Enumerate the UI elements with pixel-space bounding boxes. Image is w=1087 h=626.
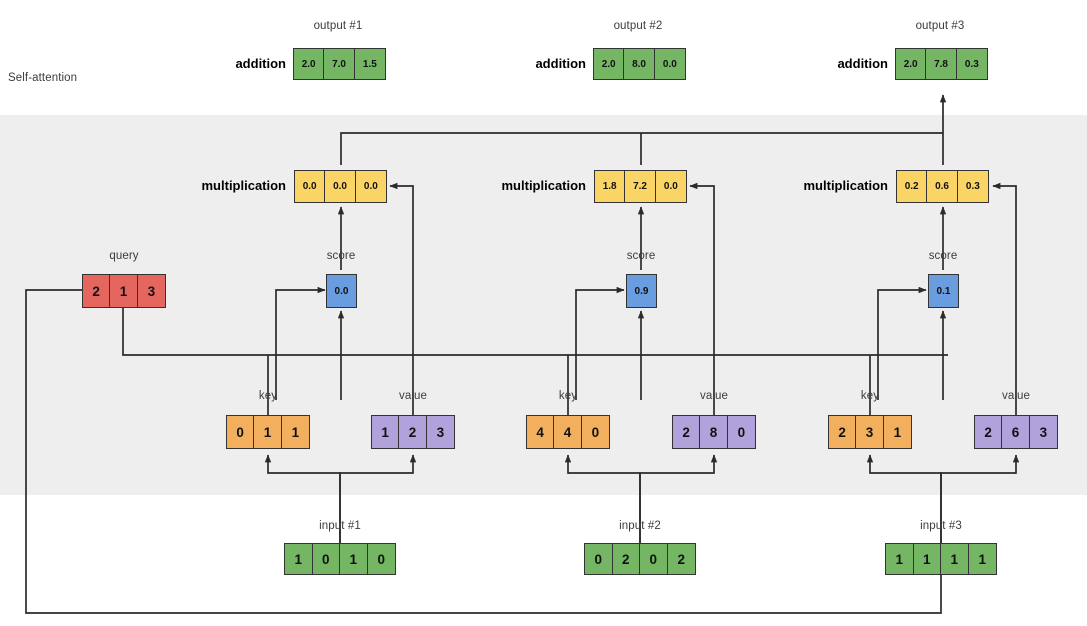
- output-3-title: output #3: [915, 20, 965, 32]
- value-2-cell-0: 2: [673, 416, 701, 448]
- key-1-cell-1: 1: [254, 416, 282, 448]
- score-3-value: 0.1: [929, 275, 958, 307]
- input-2-cell-2: 0: [640, 544, 668, 574]
- input-3-title: input #3: [920, 520, 962, 532]
- value-2-cell-1: 8: [700, 416, 728, 448]
- multiplication-2-cell-1: 7.2: [625, 171, 656, 202]
- score-1-box: 0.0: [326, 274, 357, 308]
- output-2-cell-1: 8.0: [624, 49, 655, 79]
- output-1-cell-1: 7.0: [324, 49, 355, 79]
- input-2-cell-0: 0: [585, 544, 613, 574]
- value-3-title: value: [1002, 390, 1030, 402]
- input-3-cell-2: 1: [941, 544, 969, 574]
- score-2-value: 0.9: [627, 275, 656, 307]
- multiplication-1-cell-0: 0.0: [295, 171, 326, 202]
- multiplication-label-1: multiplication: [201, 178, 287, 193]
- input-1-vector: 1 0 1 0: [284, 543, 396, 575]
- multiplication-3-cell-1: 0.6: [927, 171, 958, 202]
- key-1-cell-0: 0: [227, 416, 255, 448]
- value-3-cell-1: 6: [1002, 416, 1030, 448]
- input-3-cell-1: 1: [913, 544, 941, 574]
- value-1-cell-1: 2: [399, 416, 427, 448]
- input-2-cell-3: 2: [667, 544, 695, 574]
- query-cell-2: 3: [137, 275, 165, 307]
- value-2-title: value: [700, 390, 728, 402]
- value-1-vector: 1 2 3: [371, 415, 455, 449]
- multiplication-3-cell-0: 0.2: [897, 171, 928, 202]
- output-1-vector: 2.0 7.0 1.5: [293, 48, 386, 80]
- output-2-cell-2: 0.0: [654, 49, 685, 79]
- input-1-cell-0: 1: [285, 544, 313, 574]
- key-3-title: key: [860, 390, 880, 402]
- addition-label-1: addition: [235, 56, 286, 71]
- key-3-cell-2: 1: [883, 416, 911, 448]
- value-1-title: value: [399, 390, 427, 402]
- multiplication-label-3: multiplication: [803, 178, 889, 193]
- input-3-vector: 1 1 1 1: [885, 543, 997, 575]
- key-1-title: key: [258, 390, 278, 402]
- score-2-box: 0.9: [626, 274, 657, 308]
- section-label: Self-attention: [8, 72, 78, 84]
- score-1-value: 0.0: [327, 275, 356, 307]
- input-3-cell-0: 1: [886, 544, 914, 574]
- value-1-cell-0: 1: [372, 416, 400, 448]
- input-1-title: input #1: [319, 520, 361, 532]
- multiplication-2-cell-0: 1.8: [595, 171, 626, 202]
- output-2-title: output #2: [613, 20, 663, 32]
- key-3-vector: 2 3 1: [828, 415, 912, 449]
- query-title: query: [109, 250, 139, 262]
- score-2-title: score: [626, 250, 656, 262]
- multiplication-1-cell-2: 0.0: [355, 171, 386, 202]
- multiplication-label-2: multiplication: [501, 178, 587, 193]
- key-2-title: key: [558, 390, 578, 402]
- addition-label-2: addition: [535, 56, 586, 71]
- key-2-vector: 4 4 0: [526, 415, 610, 449]
- key-2-cell-1: 4: [554, 416, 582, 448]
- value-2-vector: 2 8 0: [672, 415, 756, 449]
- input-2-vector: 0 2 0 2: [584, 543, 696, 575]
- multiplication-2-vector: 1.8 7.2 0.0: [594, 170, 687, 203]
- score-3-box: 0.1: [928, 274, 959, 308]
- query-cell-1: 1: [110, 275, 138, 307]
- multiplication-3-cell-2: 0.3: [957, 171, 988, 202]
- value-3-vector: 2 6 3: [974, 415, 1058, 449]
- output-3-cell-2: 0.3: [956, 49, 987, 79]
- output-2-cell-0: 2.0: [594, 49, 625, 79]
- multiplication-2-cell-2: 0.0: [655, 171, 686, 202]
- input-1-cell-1: 0: [312, 544, 340, 574]
- query-cell-0: 2: [83, 275, 111, 307]
- value-1-cell-2: 3: [426, 416, 454, 448]
- value-2-cell-2: 0: [727, 416, 755, 448]
- output-1-cell-0: 2.0: [294, 49, 325, 79]
- value-3-cell-2: 3: [1029, 416, 1057, 448]
- score-1-title: score: [326, 250, 356, 262]
- output-1-cell-2: 1.5: [354, 49, 385, 79]
- multiplication-3-vector: 0.2 0.6 0.3: [896, 170, 989, 203]
- query-vector: 2 1 3: [82, 274, 166, 308]
- key-3-cell-1: 3: [856, 416, 884, 448]
- key-1-vector: 0 1 1: [226, 415, 310, 449]
- input-2-cell-1: 2: [612, 544, 640, 574]
- addition-label-3: addition: [837, 56, 888, 71]
- score-3-title: score: [928, 250, 958, 262]
- output-1-title: output #1: [313, 20, 363, 32]
- output-3-cell-1: 7.8: [926, 49, 957, 79]
- output-3-cell-0: 2.0: [896, 49, 927, 79]
- input-2-title: input #2: [619, 520, 661, 532]
- multiplication-1-cell-1: 0.0: [325, 171, 356, 202]
- input-1-cell-2: 1: [340, 544, 368, 574]
- key-1-cell-2: 1: [281, 416, 309, 448]
- key-2-cell-0: 4: [527, 416, 555, 448]
- output-2-vector: 2.0 8.0 0.0: [593, 48, 686, 80]
- multiplication-1-vector: 0.0 0.0 0.0: [294, 170, 387, 203]
- key-2-cell-2: 0: [581, 416, 609, 448]
- input-3-cell-3: 1: [968, 544, 996, 574]
- value-3-cell-0: 2: [975, 416, 1003, 448]
- key-3-cell-0: 2: [829, 416, 857, 448]
- output-3-vector: 2.0 7.8 0.3: [895, 48, 988, 80]
- input-1-cell-3: 0: [367, 544, 395, 574]
